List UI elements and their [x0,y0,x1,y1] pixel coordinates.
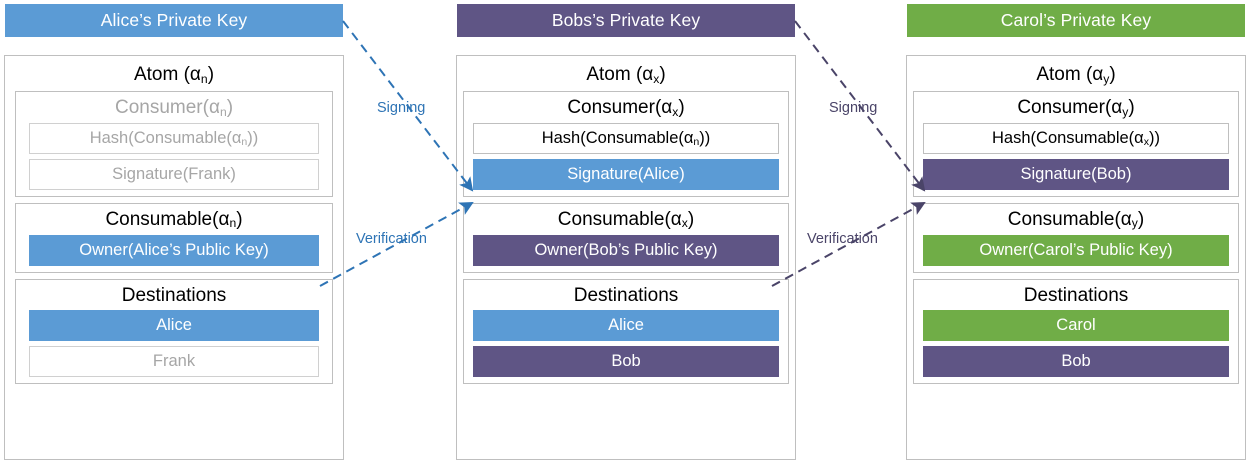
destinations-section-alice: Destinations Alice Frank [15,278,333,385]
consumer-item-signature-carol[interactable]: Signature(Bob) [923,158,1229,190]
verification-label-1: Verification [356,231,427,247]
destination-item-alice-2[interactable]: Frank [29,346,319,378]
consumable-item-owner-alice[interactable]: Owner(Alice’s Public Key) [29,234,319,266]
consumable-title-carol: Consumable(αy) [1007,208,1145,231]
atom-box-bob: Atom (αx) Consumer(αx) Hash(Consumable(α… [456,55,796,460]
atom-title-carol: Atom (αy) [1036,64,1116,86]
destination-item-bob-1[interactable]: Alice [473,310,779,342]
consumable-item-owner-bob[interactable]: Owner(Bob’s Public Key) [473,234,779,266]
private-key-header-alice[interactable]: Alice’s Private Key [5,4,343,37]
destinations-title-alice: Destinations [121,284,227,306]
atom-box-carol: Atom (αy) Consumer(αy) Hash(Consumable(α… [906,55,1246,460]
private-key-header-bob[interactable]: Bobs’s Private Key [457,4,795,37]
destination-item-carol-2[interactable]: Bob [923,346,1229,378]
signing-label-2: Signing [829,100,878,116]
consumer-section-alice: Consumer(αn) Hash(Consumable(αn)) Signat… [15,91,333,197]
column-alice: Alice’s Private Key Atom (αn) Consumer(α… [4,0,344,464]
destinations-title-carol: Destinations [1023,284,1129,306]
consumer-item-hash-bob[interactable]: Hash(Consumable(αn)) [473,122,779,154]
column-carol: Carol’s Private Key Atom (αy) Consumer(α… [906,0,1246,464]
atom-title-bob: Atom (αx) [586,64,666,86]
consumer-item-hash-carol[interactable]: Hash(Consumable(αx)) [923,122,1229,154]
signing-label-1: Signing [377,100,426,116]
consumer-title-bob: Consumer(αx) [567,97,685,119]
destination-item-carol-1[interactable]: Carol [923,310,1229,342]
private-key-header-carol[interactable]: Carol’s Private Key [907,4,1245,37]
destinations-title-bob: Destinations [573,284,679,306]
consumable-section-carol: Consumable(αy) Owner(Carol’s Public Key) [913,202,1239,273]
consumable-title-alice: Consumable(αn) [105,208,243,231]
consumer-item-signature-bob[interactable]: Signature(Alice) [473,158,779,190]
destination-item-bob-2[interactable]: Bob [473,346,779,378]
consumer-title-alice: Consumer(αn) [114,97,234,119]
column-bob: Bobs’s Private Key Atom (αx) Consumer(αx… [456,0,796,464]
consumer-item-hash-alice[interactable]: Hash(Consumable(αn)) [29,122,319,154]
verification-label-2: Verification [807,231,878,247]
consumable-section-bob: Consumable(αx) Owner(Bob’s Public Key) [463,202,789,273]
consumer-section-bob: Consumer(αx) Hash(Consumable(αn)) Signat… [463,91,789,197]
consumer-section-carol: Consumer(αy) Hash(Consumable(αx)) Signat… [913,91,1239,197]
atom-box-alice: Atom (αn) Consumer(αn) Hash(Consumable(α… [4,55,344,460]
destinations-section-carol: Destinations Carol Bob [913,278,1239,385]
consumable-section-alice: Consumable(αn) Owner(Alice’s Public Key) [15,202,333,273]
consumable-item-owner-carol[interactable]: Owner(Carol’s Public Key) [923,234,1229,266]
atom-title-alice: Atom (αn) [133,64,215,86]
consumable-title-bob: Consumable(αx) [557,208,695,231]
destinations-section-bob: Destinations Alice Bob [463,278,789,385]
consumer-item-signature-alice[interactable]: Signature(Frank) [29,158,319,190]
consumer-title-carol: Consumer(αy) [1017,97,1135,119]
destination-item-alice-1[interactable]: Alice [29,310,319,342]
